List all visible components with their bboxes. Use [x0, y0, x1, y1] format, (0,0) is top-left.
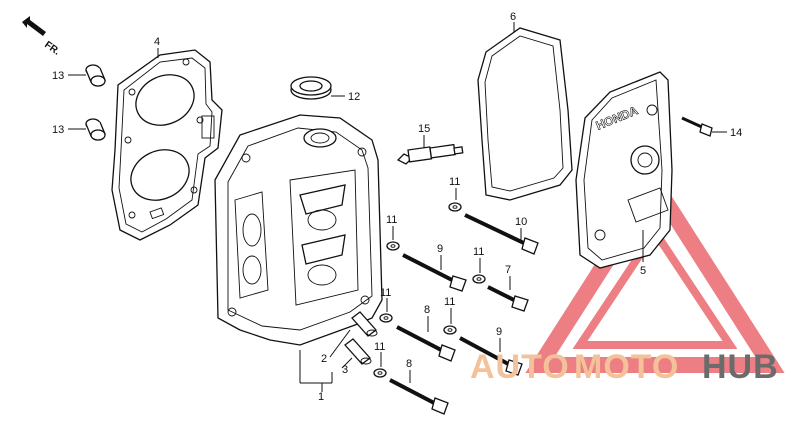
callout-11-d: 11 [380, 287, 391, 299]
watermark-word-hub: HUB [702, 348, 779, 386]
oil-seal [290, 76, 332, 100]
bolt-10 [464, 213, 539, 255]
callout-11-c: 11 [473, 246, 484, 258]
cylinder-head [214, 114, 383, 346]
callout-8-lower: 8 [406, 358, 412, 370]
watermark-text: AUTO MOTO HUB [470, 348, 779, 386]
callout-9-upper: 9 [437, 243, 443, 255]
callout-11-f: 11 [374, 341, 385, 353]
watermark-inner-triangle [572, 224, 738, 349]
callout-2: 2 [321, 353, 327, 365]
cover-bolt [681, 116, 713, 137]
dowel-2 [351, 311, 378, 337]
watermark-word-moto: MOTO [574, 348, 679, 386]
bolt-7 [487, 285, 529, 312]
dowel-pin-upper [85, 64, 106, 87]
washer-6 [373, 368, 387, 378]
callout-14: 14 [730, 127, 742, 139]
dowel-3 [344, 338, 372, 365]
washer-2 [386, 241, 400, 251]
washer-1 [448, 202, 462, 212]
watermark-logo [525, 170, 785, 373]
bolt-9-lower [459, 336, 523, 376]
callout-5: 5 [640, 265, 646, 277]
callout-9-lower: 9 [496, 326, 502, 338]
front-arrow-icon [22, 16, 46, 36]
dowel-pin-lower [85, 118, 106, 141]
washer-5 [443, 325, 457, 335]
bolt-8-upper [396, 325, 456, 362]
callout-1: 1 [318, 391, 324, 403]
callout-11-e: 11 [444, 296, 455, 308]
callout-15: 15 [418, 123, 430, 135]
callout-3: 3 [342, 364, 348, 376]
front-direction-label: FR. [42, 39, 62, 57]
front-direction-indicator: FR. [22, 16, 62, 58]
callout-11-b: 11 [386, 214, 397, 226]
callout-labels: 1 2 3 4 5 6 7 8 8 9 9 10 11 11 11 11 11 … [52, 11, 742, 403]
cylinder-cover-gasket [477, 27, 573, 201]
cylinder-head-gasket [111, 49, 223, 241]
callout-12: 12 [348, 91, 360, 103]
callout-11-a: 11 [449, 176, 460, 188]
callout-4: 4 [154, 36, 160, 48]
spark-plug [396, 143, 464, 165]
cylinder-head-cover: HONDA [575, 71, 673, 269]
callout-13-lower: 13 [52, 124, 64, 136]
watermark-word-auto: AUTO [470, 348, 570, 386]
callout-10: 10 [515, 216, 527, 228]
bolt-9-upper [402, 253, 467, 292]
callout-6: 6 [510, 11, 516, 23]
callout-7: 7 [505, 264, 511, 276]
washer-3 [472, 274, 486, 284]
bolt-8-lower [389, 378, 449, 415]
callout-13-upper: 13 [52, 70, 64, 82]
callout-8-upper: 8 [424, 304, 430, 316]
washer-4 [379, 313, 393, 323]
watermark-triangle [525, 170, 785, 373]
